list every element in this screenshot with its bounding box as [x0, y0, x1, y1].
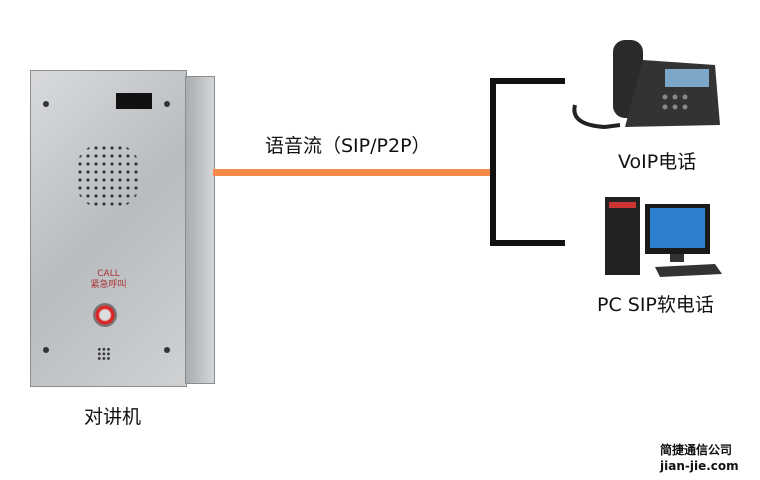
screw-icon: [164, 101, 170, 107]
voip-phone-icon: [572, 40, 720, 130]
microphone-icon: [97, 347, 111, 361]
call-text-cn: 紧急呼叫: [90, 280, 127, 290]
stream-label: 语音流（SIP/P2P）: [265, 135, 431, 157]
stream-line: [213, 169, 493, 176]
speaker-grille-icon: [68, 136, 148, 216]
camera-window: [116, 93, 152, 109]
screw-icon: [43, 101, 49, 107]
pc-computer-icon: [605, 197, 722, 277]
pc-softphone-label: PC SIP软电话: [597, 294, 714, 316]
voip-phone-label: VoIP电话: [618, 151, 697, 173]
bracket-top: [490, 78, 565, 84]
screw-icon: [164, 347, 170, 353]
watermark-company: 简捷通信公司: [660, 443, 733, 457]
call-button[interactable]: [93, 303, 117, 327]
intercom-label: 对讲机: [84, 406, 142, 428]
watermark-url: jian-jie.com: [660, 459, 739, 473]
intercom-side: [185, 76, 215, 384]
bracket-vertical: [490, 78, 496, 246]
call-text: CALL: [97, 269, 120, 279]
screw-icon: [43, 347, 49, 353]
bracket-bottom: [490, 240, 565, 246]
watermark: 简捷通信公司 jian-jie.com: [660, 442, 739, 474]
